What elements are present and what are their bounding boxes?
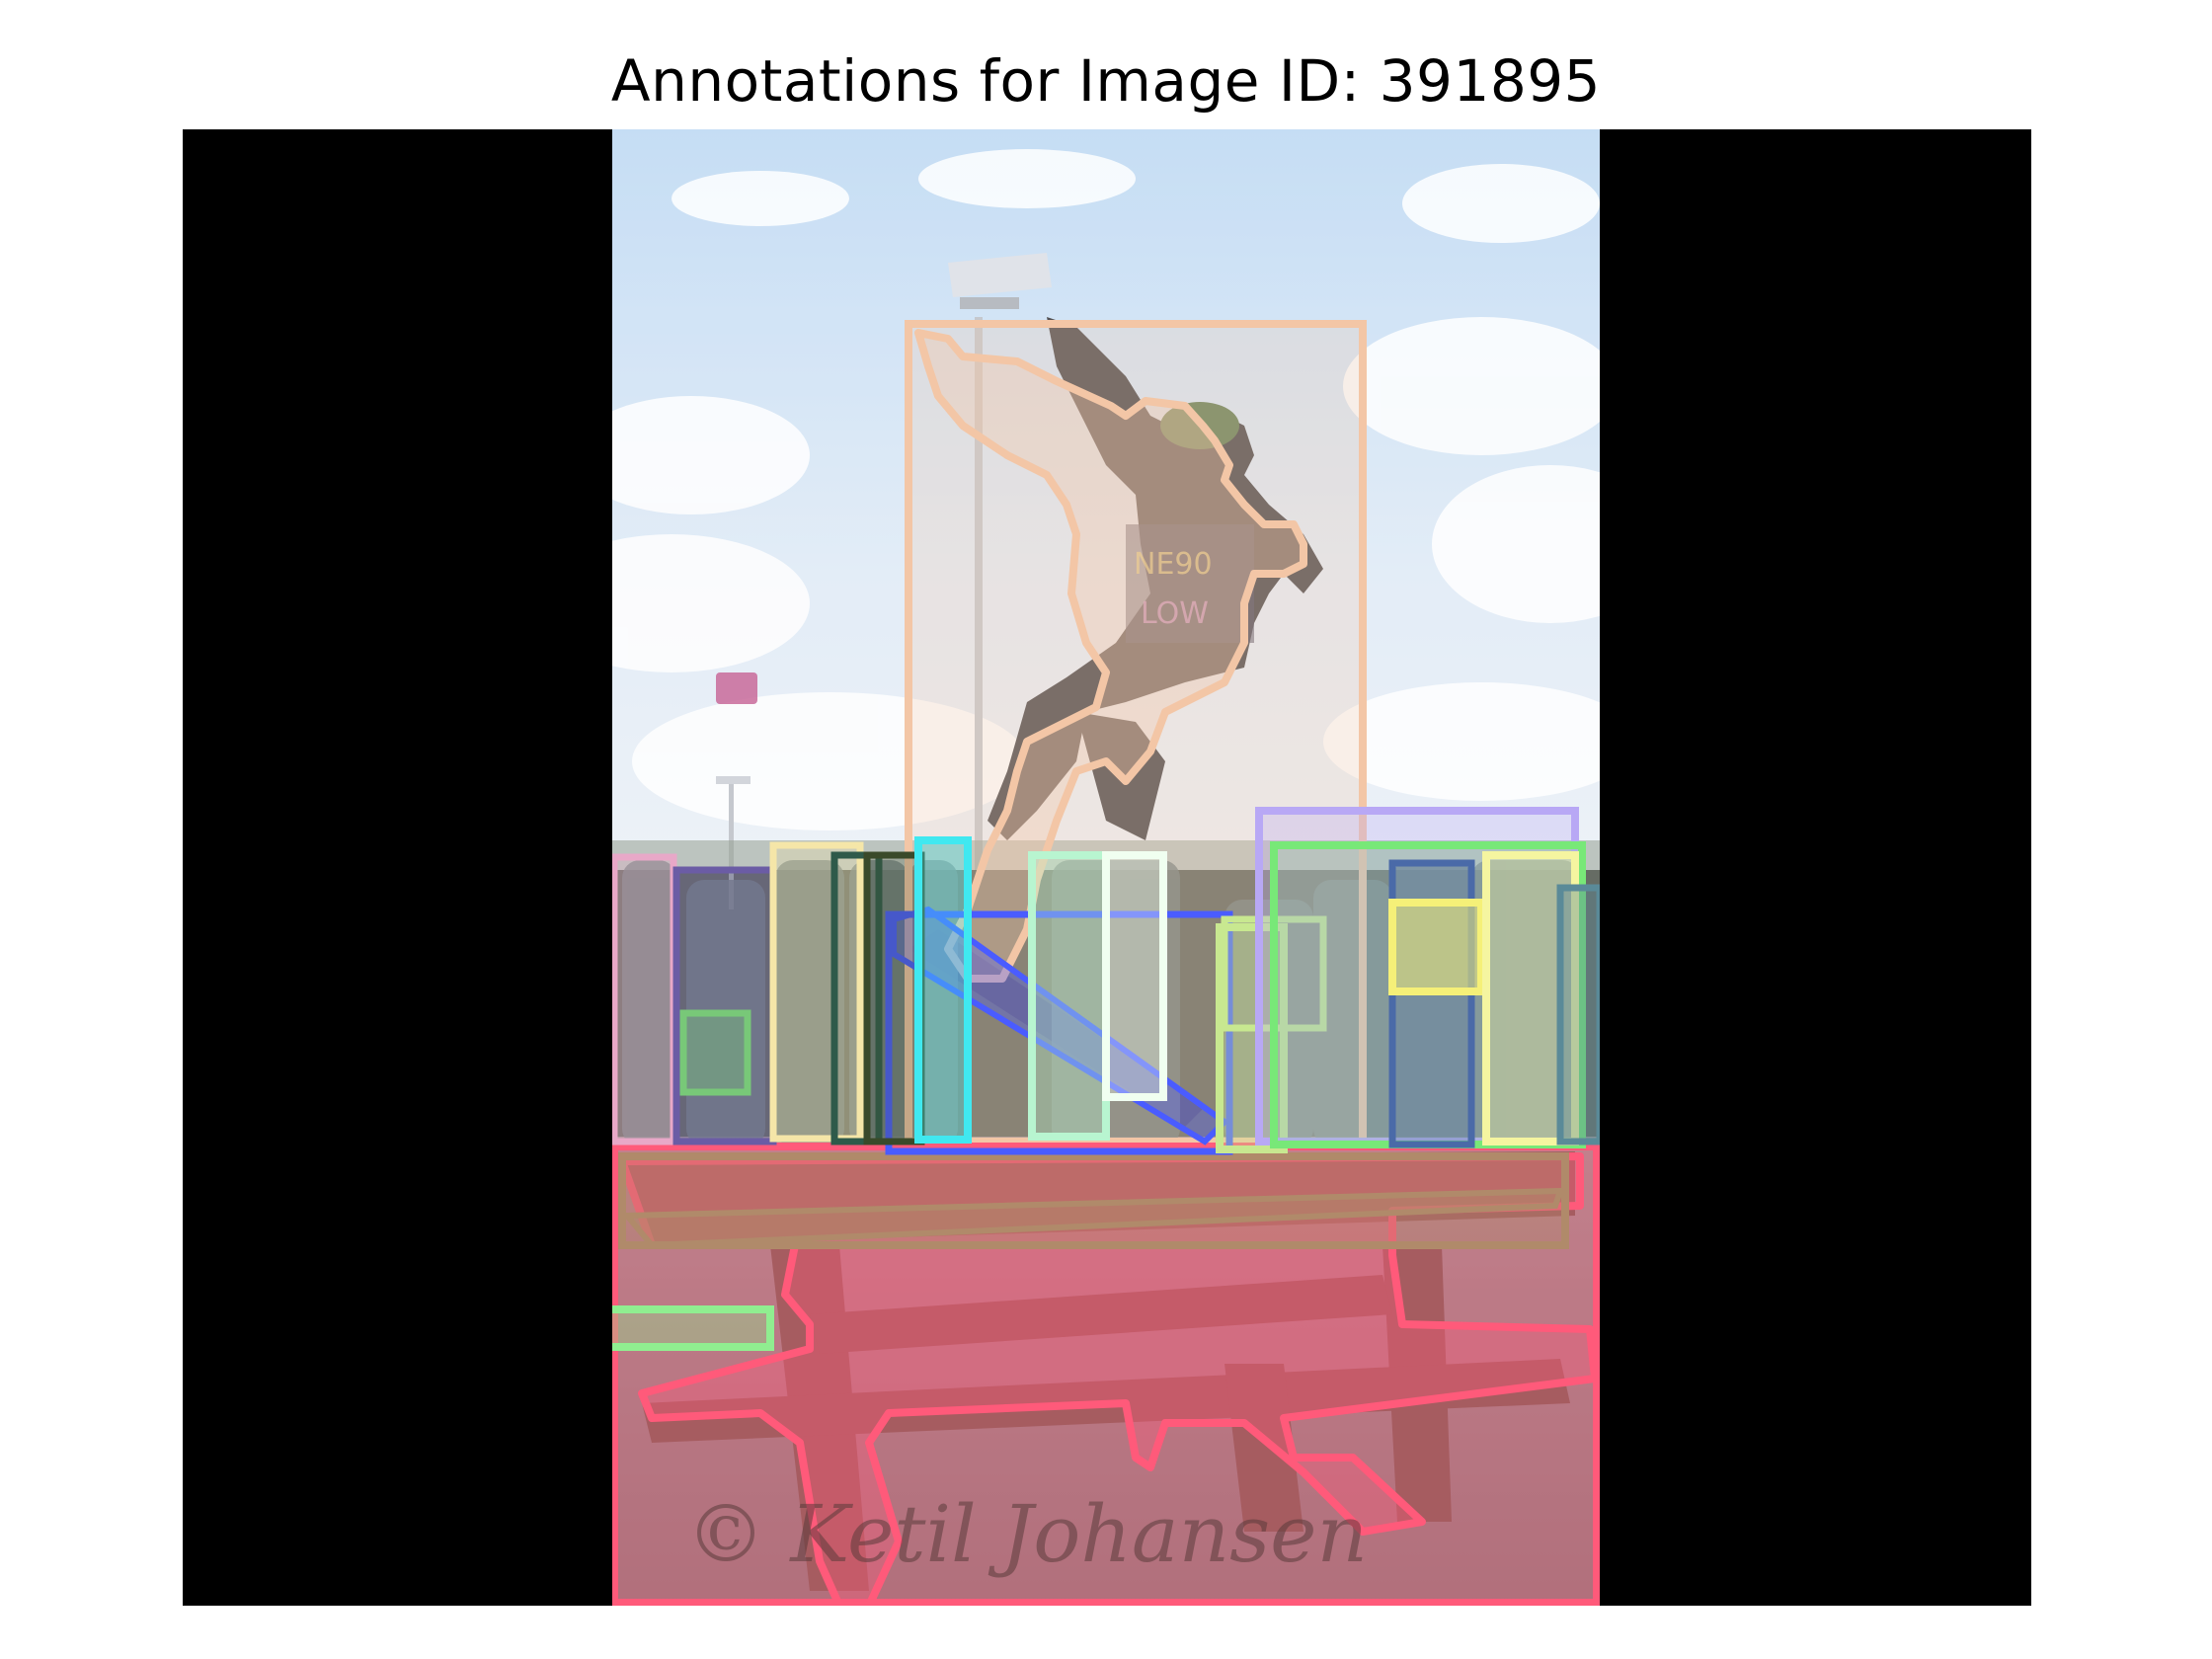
watermark: © Ketil Johansen <box>686 1488 1368 1580</box>
annotation-crowd-person-1 <box>612 853 677 1146</box>
clouds <box>612 149 1600 830</box>
light-pole <box>948 253 1052 870</box>
photo-canvas: NE90 LOW <box>612 129 1600 1606</box>
annotation-crowd-person-13 <box>1388 899 1485 995</box>
annotation-skateboard-bbox <box>885 910 1233 1155</box>
annotation-crowd-person-5 <box>863 851 925 1146</box>
annotation-crowd-person-3 <box>769 841 864 1143</box>
annotation-crowd-person-15 <box>1556 884 1600 1146</box>
annotation-table-top-mask <box>620 1187 1565 1249</box>
annotation-crowd-person-6 <box>914 836 972 1144</box>
annotation-crowd-person-2 <box>672 866 777 1146</box>
annotation-person-main-mask <box>914 329 1307 983</box>
figure-title: Annotations for Image ID: 391895 <box>610 47 1602 115</box>
annotation-crowd-person-8 <box>1102 851 1167 1101</box>
annotation-crowd-person-4 <box>830 851 883 1146</box>
svg-text:NE90: NE90 <box>1134 547 1213 582</box>
annotation-dining-table-mask <box>618 1152 1599 1606</box>
annotated-photo: NE90 LOW <box>612 129 1600 1606</box>
shirt-print: NE90 LOW <box>1126 524 1254 643</box>
annotation-crowd-handbag <box>679 1009 751 1096</box>
annotation-kite-small <box>716 672 757 704</box>
annotation-crowd-person-7 <box>1028 851 1110 1141</box>
svg-text:LOW: LOW <box>1141 596 1209 631</box>
annotation-bench-left <box>612 1305 774 1351</box>
